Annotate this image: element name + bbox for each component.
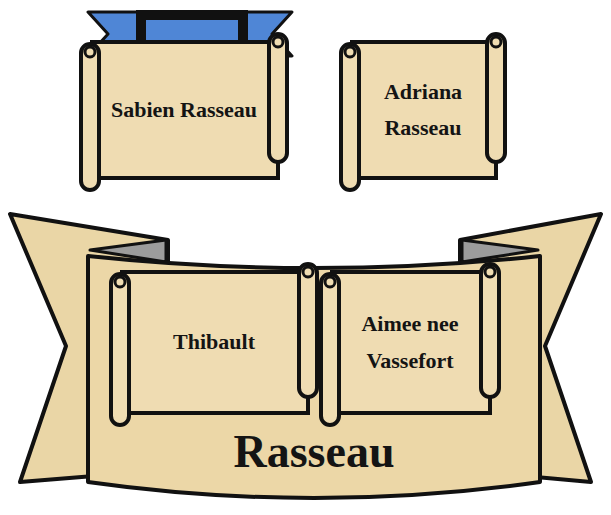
scroll-roller — [299, 264, 317, 397]
scroll-sheet — [332, 272, 490, 413]
name-scroll: Sabien Rasseau — [78, 32, 290, 192]
scroll-sheet — [92, 42, 278, 178]
scroll-roller — [269, 34, 287, 162]
scroll-roller — [481, 264, 499, 397]
scroll-curl — [303, 267, 313, 277]
scroll-curl — [491, 37, 501, 47]
person-name: Adriana Rasseau — [364, 74, 482, 147]
scroll-roller — [81, 44, 99, 190]
scroll-text-area: Sabien Rasseau — [104, 44, 264, 176]
scroll-curl — [345, 47, 355, 57]
name-scroll: Adriana Rasseau — [338, 32, 508, 192]
node-outline — [338, 32, 508, 192]
person-name: Aimee nee Vassefort — [344, 306, 476, 379]
name-scroll: Aimee nee Vassefort — [318, 262, 502, 427]
scroll-curl — [325, 277, 335, 287]
scroll-roller — [341, 44, 359, 190]
scroll-roller — [321, 274, 339, 425]
banner-band — [88, 256, 540, 498]
scroll-curl — [115, 277, 125, 287]
scroll-text-area: Aimee nee Vassefort — [344, 274, 476, 411]
name-scroll: Thibault — [108, 262, 320, 427]
scroll-sheet — [122, 272, 308, 413]
person-name: Thibault — [173, 324, 255, 360]
family-banner: Thibault Aimee nee VassefortRasseau — [88, 238, 540, 510]
scroll-curl — [273, 37, 283, 47]
scroll-text-area: Adriana Rasseau — [364, 44, 482, 176]
banner-post — [136, 10, 146, 44]
scroll-roller — [111, 274, 129, 425]
banner-post — [238, 10, 248, 44]
node-outline — [318, 262, 502, 427]
scroll-curl — [85, 47, 95, 57]
scroll-curl — [485, 267, 495, 277]
banner-bar — [140, 10, 244, 20]
person-name: Sabien Rasseau — [111, 92, 257, 128]
scroll-text-area: Thibault — [134, 274, 294, 411]
family-name: Rasseau — [88, 424, 540, 479]
scroll-roller — [487, 34, 505, 162]
scroll-sheet — [352, 42, 496, 178]
